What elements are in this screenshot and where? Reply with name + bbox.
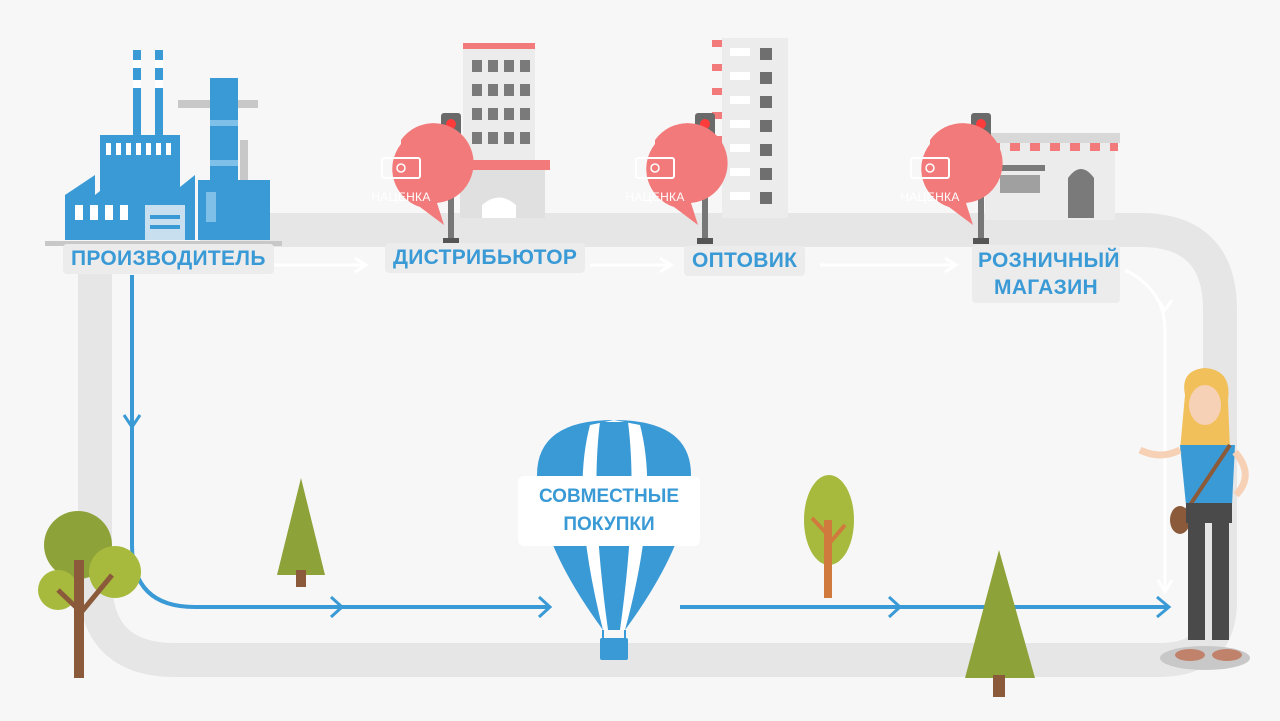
- blue-arrow-2: [537, 595, 553, 619]
- markup-label-1: НАЦЕНКА: [371, 190, 431, 204]
- markup-pin: [635, 123, 728, 225]
- road-arrow-1: [270, 256, 369, 274]
- blue-direct-path: [130, 275, 548, 609]
- joint-purchases-line1: СОВМЕСТНЫЕ: [538, 486, 680, 507]
- office-building-icon: [455, 43, 550, 218]
- tall-building-icon: [712, 38, 788, 218]
- shop-icon: [985, 133, 1120, 220]
- gray-road: [78, 213, 1237, 677]
- markup-label-2: НАЦЕНКА: [625, 190, 685, 204]
- money-icon: [381, 157, 421, 179]
- markup-pin: [910, 123, 1003, 225]
- node-retail: РОЗНИЧНЫЙ МАГАЗИН: [972, 245, 1120, 303]
- node-retail-line2: МАГАЗИН: [994, 276, 1098, 299]
- road-arrow-3: [820, 256, 959, 274]
- node-retail-line1: РОЗНИЧНЫЙ: [978, 249, 1120, 272]
- node-producer-text: ПРОИЗВОДИТЕЛЬ: [71, 247, 266, 270]
- tree-icon: [277, 478, 325, 587]
- markup-pin: [381, 123, 474, 225]
- road-arrow-2: [590, 256, 674, 274]
- node-wholesaler: ОПТОВИК: [684, 246, 806, 276]
- tree-icon: [38, 511, 141, 678]
- woman-customer-icon: [1138, 368, 1250, 670]
- blue-arrow-down: [122, 414, 142, 430]
- money-icon: [910, 157, 950, 179]
- blue-arrow-1: [329, 595, 345, 619]
- factory-icon: [45, 50, 282, 246]
- joint-purchases-banner: СОВМЕСТНЫЕ ПОКУПКИ: [518, 476, 700, 546]
- hot-air-balloon-icon: [537, 420, 691, 660]
- money-icon: [635, 157, 675, 179]
- tree-icon: [804, 475, 854, 598]
- blue-arrow-4: [1156, 595, 1172, 619]
- joint-purchases-line2: ПОКУПКИ: [563, 514, 655, 535]
- node-producer: ПРОИЗВОДИТЕЛЬ: [63, 244, 274, 274]
- blue-arrow-3: [887, 595, 903, 619]
- node-distributor-text: ДИСТРИБЬЮТОР: [393, 246, 578, 269]
- tree-icon: [965, 550, 1035, 697]
- road-arrow-4: [1124, 268, 1174, 595]
- node-distributor: ДИСТРИБЬЮТОР: [385, 243, 586, 273]
- markup-label-3: НАЦЕНКА: [900, 190, 960, 204]
- node-wholesaler-text: ОПТОВИК: [692, 249, 798, 272]
